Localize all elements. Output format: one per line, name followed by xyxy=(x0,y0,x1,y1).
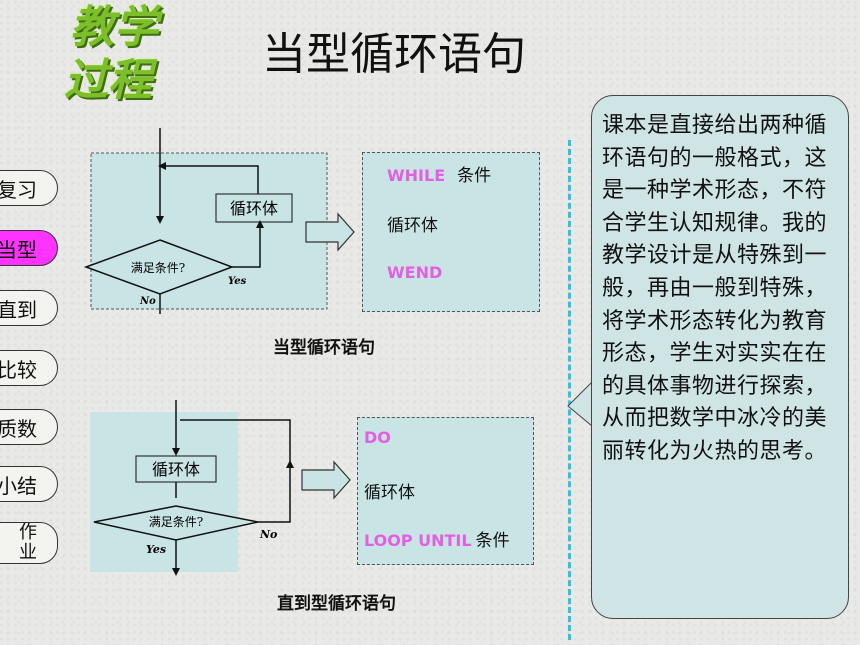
arrow-head xyxy=(172,568,180,576)
arrow-head xyxy=(156,216,164,224)
loop-body-label: 循环体 xyxy=(152,460,200,479)
sidebar-item-label: 比较 xyxy=(0,357,37,382)
while-code-box: WHILE 条件 循环体 WEND xyxy=(362,152,540,312)
sidebar-item-homework[interactable]: 作 业 xyxy=(0,522,58,564)
sidebar-item-compare[interactable]: 比较 xyxy=(0,350,58,386)
loop-back-line xyxy=(164,165,259,194)
while-flowchart: 循环体 满足条件? Yes No xyxy=(83,128,328,314)
while-condition: 条件 xyxy=(457,166,492,186)
loop-body-box xyxy=(135,455,217,483)
sidebar-item-label: 业 xyxy=(19,542,37,563)
sidebar-item-prime[interactable]: 质数 xyxy=(0,409,58,445)
while-body: 循环体 xyxy=(387,216,438,236)
teaching-note: 课本是直接给出两种循环语句的一般格式，这是一种学术形态，不符合学生认知规律。我的… xyxy=(591,95,849,619)
sidebar-item-while[interactable]: 当型 xyxy=(0,230,58,266)
condition-label: 满足条件? xyxy=(149,515,203,529)
arrow-head xyxy=(286,460,294,468)
right-arrow-icon xyxy=(301,460,351,500)
flowchart-panel xyxy=(90,412,238,572)
keyword-loop-until: LOOP UNTIL xyxy=(364,531,472,550)
sidebar-item-label: 直到 xyxy=(0,297,37,322)
logo-text-line1: 教学 xyxy=(70,2,158,53)
sidebar-item-label: 小结 xyxy=(0,473,37,498)
logo-text-line2: 过程 xyxy=(64,55,152,106)
sidebar-item-label: 当型 xyxy=(0,237,37,262)
keyword-wend: WEND xyxy=(387,263,443,282)
divider xyxy=(568,140,571,640)
sidebar-item-review[interactable]: 复习 xyxy=(0,170,58,206)
sidebar-item-label: 作 xyxy=(19,522,37,543)
until-caption: 直到型循环语句 xyxy=(277,594,396,614)
sidebar-item-until[interactable]: 直到 xyxy=(0,290,58,326)
no-branch-line xyxy=(180,419,291,523)
sidebar-item-label: 质数 xyxy=(0,416,37,441)
keyword-do: DO xyxy=(364,428,391,447)
yes-branch-line xyxy=(232,226,261,268)
loop-body-box xyxy=(215,193,293,223)
yes-label: Yes xyxy=(146,543,166,556)
flowchart-panel xyxy=(90,152,328,310)
until-flowchart: 循环体 满足条件? No Yes xyxy=(90,400,294,576)
sidebar-item-summary[interactable]: 小结 xyxy=(0,466,58,502)
page-title: 当型循环语句 xyxy=(262,29,526,80)
keyword-while: WHILE xyxy=(387,166,446,185)
right-arrow-icon xyxy=(305,212,355,252)
arrow-head xyxy=(172,448,180,456)
yes-label: Yes xyxy=(228,276,247,287)
until-condition: 条件 xyxy=(475,531,510,551)
while-caption: 当型循环语句 xyxy=(273,338,375,358)
condition-label: 满足条件? xyxy=(131,261,185,275)
arrow-head xyxy=(158,162,166,170)
loop-body-label: 循环体 xyxy=(230,199,278,218)
no-label: No xyxy=(139,296,156,307)
no-label: No xyxy=(259,528,277,541)
sidebar-item-label: 复习 xyxy=(0,177,37,202)
arrow-head xyxy=(256,220,264,228)
until-body: 循环体 xyxy=(364,483,415,503)
